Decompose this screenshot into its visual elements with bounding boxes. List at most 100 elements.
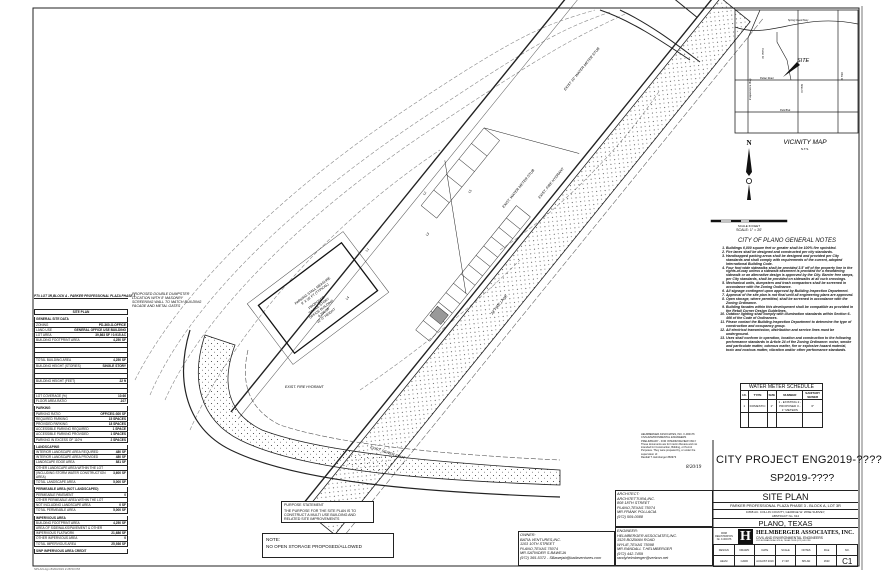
site-table-value: SINGLE STORY: [102, 363, 126, 368]
firm-block: FIRM REGISTRATION No. F-000176 H HELMBER…: [713, 528, 858, 545]
engineer-info: ENGINEER:HELMBERGER ASSOCIATES,INC.1525 …: [615, 527, 713, 566]
site-table-row: BUILDING HEIGHT (STORIES)SINGLE STORY: [34, 363, 128, 369]
title-block-header: NO.: [837, 545, 858, 556]
site-table-label: TOTAL IMPERVIOUS AREA: [36, 541, 77, 546]
seal-line: supervision of:: [641, 452, 658, 456]
water-meter-cell: DOMESTIC: [747, 399, 768, 413]
sheet-title: SITE PLAN: [713, 490, 858, 503]
water-meter-header: SANITARY SEWER: [802, 390, 823, 400]
site-table-row: [34, 373, 128, 379]
site-table-label: FLOOR AREA RATIO: [36, 399, 67, 404]
architect-line: ARCHITECT:: [617, 492, 640, 496]
site-table-value: 39,863 SF / 0.915 AC: [95, 333, 126, 338]
site-table-label: ACCESSIBLE PARKING PROVIDED: [36, 432, 89, 437]
label-l2: L2: [422, 191, 427, 196]
site-table-section-heading: SWP IMPERVIOUS AREA CREDIT: [34, 548, 128, 554]
water-meter-cell: [776, 412, 804, 428]
label-building-4: 4,250 SF: [317, 307, 330, 318]
site-table-value: 0: [124, 492, 126, 497]
engineer-line: ENGINEER:: [617, 529, 638, 533]
general-note-item: Mechanical units, dumpsters and trash co…: [726, 281, 854, 290]
seal-line: These documents are for Interim Review a…: [641, 442, 698, 446]
purpose-text: THE PURPOSE FOR THE SITE PLAN IS TO CONS…: [284, 509, 357, 522]
engineer-line: HELMBERGER ASSOCIATES,INC.: [617, 533, 678, 538]
firm-name: HELMBERGER ASSOCIATES, INC.: [756, 530, 854, 536]
site-table-value: 22 ft: [119, 378, 126, 383]
firm-address: 1525 BOZMAN ROAD WYLIE, TEXAS 75098 (972…: [756, 540, 811, 542]
general-notes: CITY OF PLANO GENERAL NOTES Buildings 6,…: [720, 238, 854, 352]
owner-line: 1103 10TH STREET: [520, 542, 555, 546]
site-table-row: FLOOR AREA RATIO.107: [34, 399, 128, 405]
site-table-value: 1 SPACE: [112, 427, 126, 432]
project-location: PLANO, TEXAS: [713, 519, 858, 528]
site-table-label: OTHER PERMEABLE AREA WITHIN THE LOT: [36, 497, 104, 502]
note-text: NO OPEN STORAGE PROPOSED/ALLOWED: [266, 544, 362, 549]
seal-line: Randall T. Helmberger #60973: [641, 456, 677, 460]
site-table-section-heading: PERMEABLE AREA (NOT LANDSCAPED): [34, 487, 128, 493]
vicinity-map-title: VICINITY MAP: [783, 139, 827, 146]
site-table-row: (INCLUDING STORM WATER CONSTRUCTION AREA…: [34, 470, 128, 481]
label-l3: L3: [425, 231, 430, 236]
site-table-value: 0 SF: [119, 503, 126, 508]
architect-line: PLANO,TEXAS 75074: [617, 505, 655, 510]
site-table-row: PARKING IN EXCESS OF 110%2 SPACES: [34, 437, 128, 443]
site-table-value: 2 SPACES: [110, 437, 126, 442]
owner-line: BATIA VENTURES,INC.: [520, 537, 561, 542]
title-block-value: 1"=20': [775, 556, 797, 567]
site-table-value: 0: [124, 536, 126, 541]
site-table-header: PT# LOT 3R,BLOCK A - PARKER PROFESSIONAL…: [34, 294, 136, 300]
label-fire-hydrant-south: EXIST. FIRE HYDRANT: [285, 385, 324, 389]
dumpster-enclosure: [429, 305, 449, 325]
owner-line: OWNER:: [520, 533, 536, 537]
general-note-item: Approval of the site plan is not final u…: [726, 293, 854, 298]
site-table-value: 881 SF: [115, 460, 126, 465]
site-table-value: 21,686 SF: [111, 531, 126, 536]
architect-info: ARCHITECT:ARCHITETTURA,INC.808 18TH STRE…: [615, 490, 713, 527]
engineer-line: WYLIE,TEXAS 75098: [617, 542, 654, 547]
site-table-label: PARKING RATIO: [36, 411, 61, 416]
site-table-section-heading: GENERAL SITE DATA: [34, 317, 128, 323]
existing-road: EXIST. FIRE HYDRANT EXIST. SEWER ESMT.: [183, 329, 561, 498]
seal-line: Purposes. They were prepared by, or unde…: [641, 449, 696, 453]
label-water-meter-stub: EXIST 10" WATER METER STUB: [563, 46, 601, 91]
water-meter-header: NUMBER: [776, 390, 804, 400]
firm-logo: H: [738, 528, 753, 544]
site-table-value: 15 SPACES: [108, 416, 126, 421]
site-table-label: INTERIOR LANDSCAPE AREA REQUIRED: [36, 450, 99, 455]
street-park: Park Blvd: [780, 109, 791, 112]
title-block-header: DATE: [755, 545, 776, 556]
vicinity-site-label: SITE: [797, 58, 810, 64]
water-meter-cell: [747, 412, 768, 428]
site-table-row: BUILDING HEIGHT (FEET)22 ft: [34, 378, 128, 385]
dumpster-callout-line: SCREENING WALL TO MATCH BUILDING: [132, 300, 202, 305]
engineer-line: (972) 442-7459: [617, 551, 643, 556]
seal-line: PRELIMINARY - FOR INTERIM REVIEW ONLY: [641, 439, 697, 443]
title-block-value: HELM: [714, 556, 735, 567]
architect-line: MR.FRANK POLLACIA: [617, 510, 657, 514]
abstract-text: ABSTRACT No. 612: [771, 514, 800, 518]
water-meter-cell: [802, 412, 823, 428]
general-note-item: Please contact the Building Inspection D…: [726, 320, 854, 329]
site-table-value: 4,250 SF: [113, 338, 126, 343]
street-ohio: Ohio Dr: [840, 72, 843, 80]
engineer-line: randyhelmberger@verizon.net: [617, 556, 669, 560]
street-parker: Parker Road: [760, 77, 774, 80]
site-table-label: ZONING: [36, 322, 49, 327]
general-note-item: Open storage, where permitted, shall be …: [726, 297, 854, 306]
property-line-north: [608, 0, 698, 18]
general-note-item: Building facades within this development…: [726, 305, 854, 314]
vicinity-map-scale: N.T.S.: [801, 147, 809, 151]
property-line-east: [300, 0, 723, 508]
vicinity-map: SITE Spring Creek Pkwy Parker Road Park …: [734, 9, 859, 151]
water-meter-cell: 1": [766, 399, 778, 413]
